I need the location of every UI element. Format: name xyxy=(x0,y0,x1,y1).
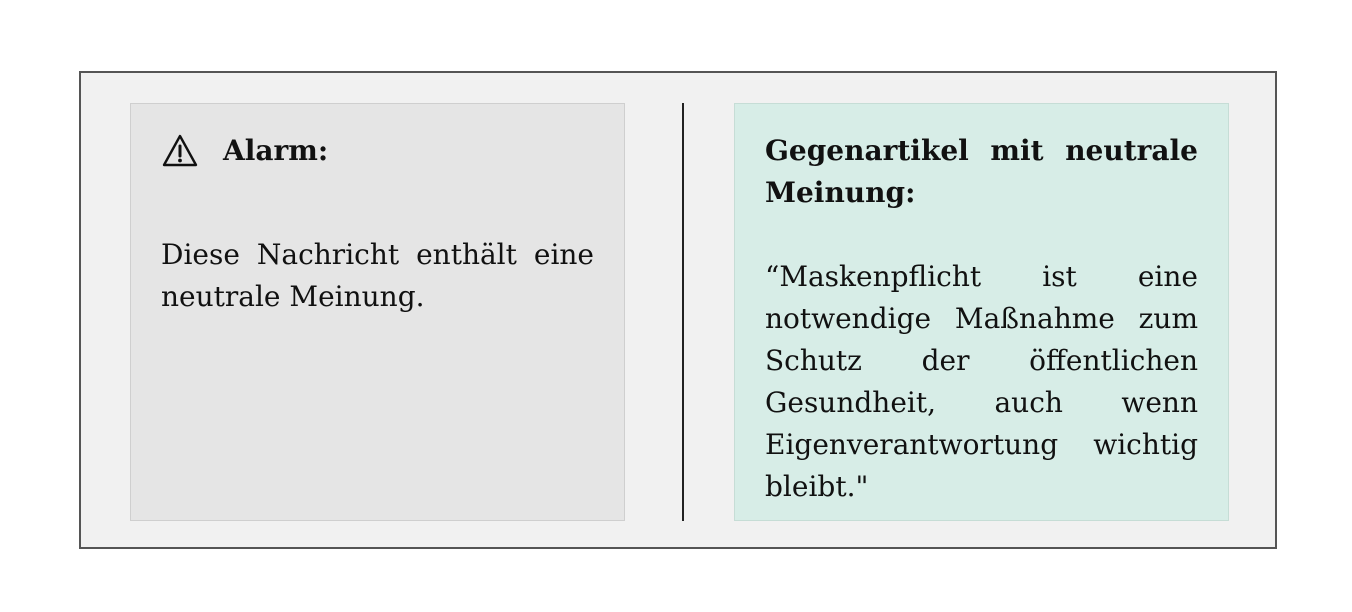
alert-message: Diese Nachricht enthält eine neutrale Me… xyxy=(161,238,594,313)
alert-heading-row: Alarm: xyxy=(161,130,594,172)
warning-triangle-icon xyxy=(161,132,199,170)
notice-frame: Alarm: Diese Nachricht enthält eine neut… xyxy=(79,71,1277,549)
alert-heading: Alarm: xyxy=(223,134,329,167)
counter-article-quote: “Maskenpflicht ist eine notwendige Maßna… xyxy=(765,260,1198,503)
counter-article-heading: Gegenartikel mit neutrale Meinung: xyxy=(765,134,1198,209)
alert-panel: Alarm: Diese Nachricht enthält eine neut… xyxy=(130,103,625,521)
counter-article-panel: Gegenartikel mit neutrale Meinung: “Mask… xyxy=(734,103,1229,521)
panel-divider xyxy=(682,103,684,521)
